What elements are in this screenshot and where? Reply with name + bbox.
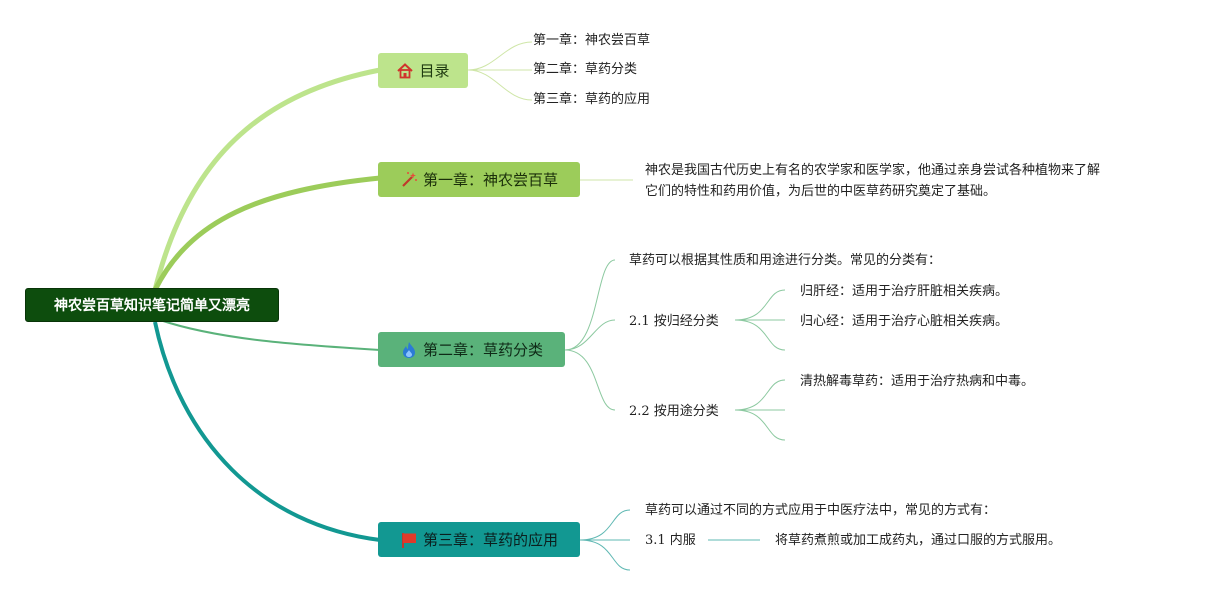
branch-chapter-3[interactable]: 第三章：草药的应用 — [378, 522, 580, 557]
chapter-1-description-line-1[interactable]: 神农是我国古代历史上有名的农学家和医学家，他通过亲身尝试各种植物来了解 — [645, 163, 1101, 178]
chapter-2-sub-1-item-1[interactable]: 归肝经：适用于治疗肝脏相关疾病。 — [800, 284, 1009, 299]
chapter-1-description-line-2[interactable]: 它们的特性和药用价值，为后世的中医草药研究奠定了基础。 — [645, 184, 997, 199]
connector-root-ch1 — [152, 175, 381, 292]
chapter-2-sub-1[interactable]: 2.1 按归经分类 — [629, 314, 719, 329]
toc-item-2[interactable]: 第二章：草药分类 — [533, 62, 638, 77]
branch-toc-label: 目录 — [419, 62, 450, 80]
chapter-2-sub-2[interactable]: 2.2 按用途分类 — [629, 404, 719, 419]
chapter-2-intro[interactable]: 草药可以根据其性质和用途进行分类。常见的分类有： — [629, 253, 942, 268]
magic-wand-icon — [400, 171, 418, 189]
flag-icon — [400, 531, 418, 549]
branch-chapter-1-label: 第一章：神农尝百草 — [422, 171, 558, 189]
branch-toc[interactable]: 目录 — [378, 53, 468, 88]
chapter-3-intro[interactable]: 草药可以通过不同的方式应用于中医疗法中，常见的方式有： — [645, 503, 997, 518]
branch-chapter-1[interactable]: 第一章：神农尝百草 — [378, 162, 580, 197]
branch-chapter-2[interactable]: 第二章：草药分类 — [378, 332, 565, 367]
connector-root-ch2 — [159, 319, 381, 351]
connector-root-toc — [152, 67, 381, 291]
flame-icon — [400, 341, 418, 359]
chapter-3-sub-1-detail[interactable]: 将草药煮煎或加工成药丸，通过口服的方式服用。 — [775, 533, 1062, 548]
connector-root-ch3 — [153, 321, 381, 542]
root-topic[interactable]: 神农尝百草知识笔记简单又漂亮 — [25, 288, 279, 322]
toc-item-3[interactable]: 第三章：草药的应用 — [533, 92, 651, 107]
branch-chapter-3-label: 第三章：草药的应用 — [422, 531, 558, 549]
chapter-3-sub-1[interactable]: 3.1 内服 — [645, 533, 696, 548]
chapter-2-sub-2-item-1[interactable]: 清热解毒草药：适用于治疗热病和中毒。 — [800, 374, 1035, 389]
root-topic-label: 神农尝百草知识笔记简单又漂亮 — [54, 298, 250, 314]
branch-chapter-2-label: 第二章：草药分类 — [422, 341, 543, 359]
chapter-2-sub-1-item-2[interactable]: 归心经：适用于治疗心脏相关疾病。 — [800, 314, 1009, 329]
house-icon — [396, 62, 414, 80]
toc-item-1[interactable]: 第一章：神农尝百草 — [533, 33, 651, 48]
